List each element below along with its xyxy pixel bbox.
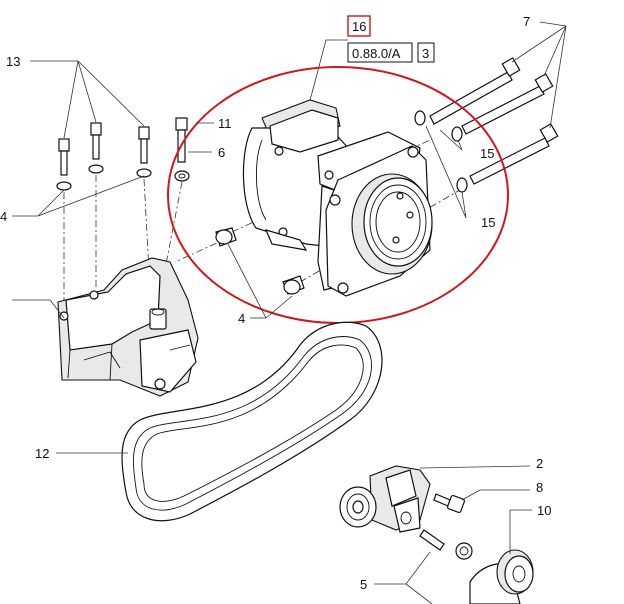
bolt-group-13 xyxy=(56,122,152,191)
bolt-group-7 xyxy=(414,57,559,193)
bolt-7-a xyxy=(429,57,521,125)
washer-15-b xyxy=(451,126,463,142)
callout-15-top: 15 xyxy=(480,146,494,161)
bolt-13-a xyxy=(58,138,70,176)
code-frame xyxy=(347,42,413,63)
callout-labels: 13 11 6 4 4 7 15 15 12 2 8 10 5 xyxy=(0,14,551,592)
callout-13: 13 xyxy=(6,54,20,69)
index-frame xyxy=(417,42,435,63)
bolt-7-c xyxy=(469,123,559,185)
callout-8: 8 xyxy=(536,480,543,495)
index-text: 3 xyxy=(422,46,429,61)
idler-pulley-10 xyxy=(469,549,534,604)
bolt-13-c xyxy=(138,126,150,164)
callout-6: 6 xyxy=(218,145,225,160)
washer-4-a xyxy=(56,181,72,191)
callout-5: 5 xyxy=(360,577,367,592)
callout-4-center: 4 xyxy=(238,311,245,326)
bushing-4-lower xyxy=(282,275,305,295)
callout-12: 12 xyxy=(35,446,49,461)
bolt-13-b xyxy=(90,122,102,160)
bolt-7-b xyxy=(461,73,554,135)
callout-7: 7 xyxy=(523,14,530,29)
part-number-text: 16 xyxy=(352,19,366,34)
washer-6 xyxy=(174,170,190,182)
reference-box: 16 0.88.0/A 3 xyxy=(307,15,435,109)
callout-10: 10 xyxy=(537,503,551,518)
washer-15-c xyxy=(456,177,468,193)
washer-4-c xyxy=(136,168,152,178)
callout-4-left: 4 xyxy=(0,209,7,224)
bushing-4-upper xyxy=(215,227,237,247)
washer-15-a xyxy=(414,110,426,126)
reference-leader-line xyxy=(307,39,348,109)
callout-11: 11 xyxy=(218,116,232,131)
bolt-8 xyxy=(433,493,466,514)
belt-tensioner xyxy=(339,465,431,533)
washer-4-b xyxy=(88,164,104,174)
stud-5 xyxy=(419,529,473,560)
leader-lines xyxy=(12,21,567,604)
ac-compressor xyxy=(242,99,433,297)
callout-15-bottom: 15 xyxy=(481,215,495,230)
code-text: 0.88.0/A xyxy=(352,46,401,61)
drive-belt xyxy=(121,321,383,522)
callout-2: 2 xyxy=(536,456,543,471)
mounting-bracket xyxy=(57,257,199,397)
part-number-highlight xyxy=(347,15,371,37)
